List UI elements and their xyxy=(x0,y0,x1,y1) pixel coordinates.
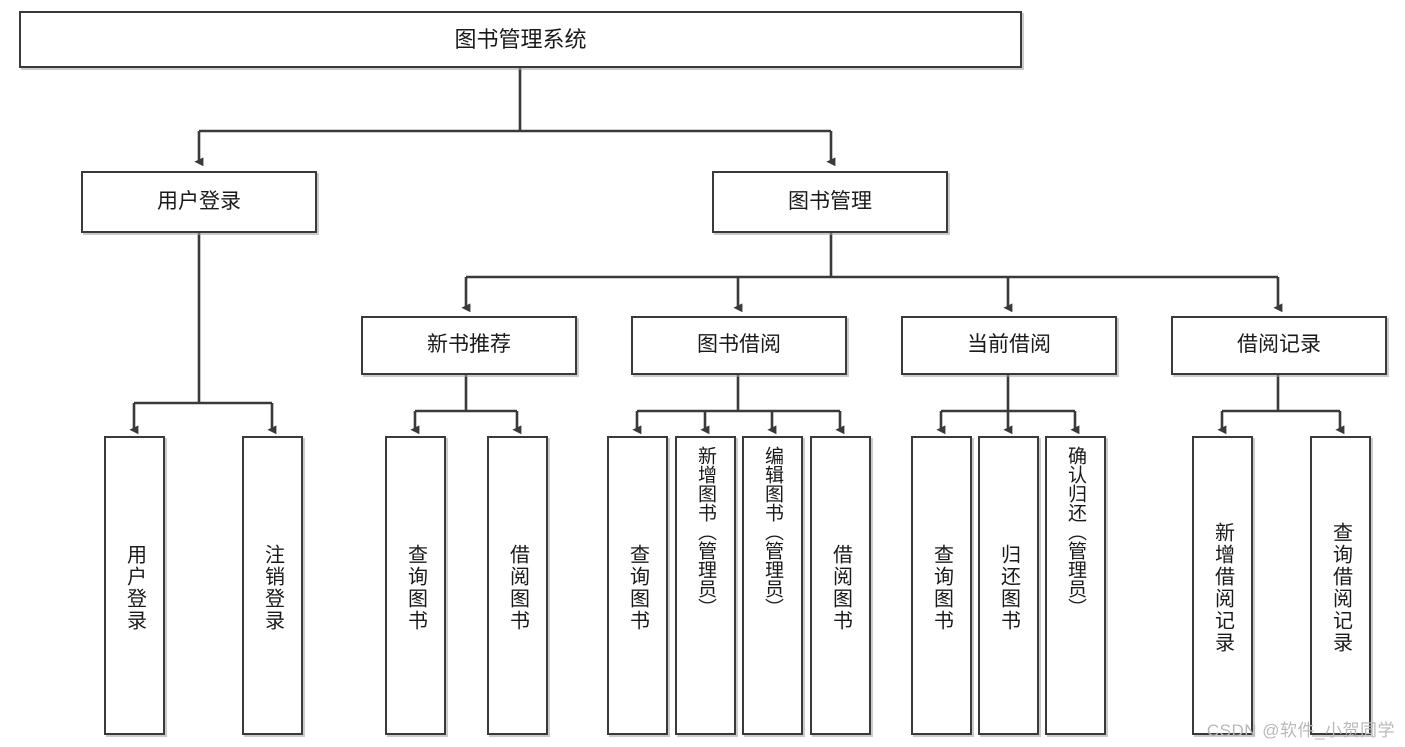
node-new-book-recommend[interactable]: 新书推荐 xyxy=(361,316,577,375)
node-leaf-add-borrow-record[interactable]: 新增借阅记录 xyxy=(1192,436,1253,735)
node-leaf-borrow-book[interactable]: 借阅图书 xyxy=(810,436,871,735)
node-current-borrow[interactable]: 当前借阅 xyxy=(901,316,1117,375)
node-leaf-confirm-return-admin[interactable]: 确认归还（管理员） xyxy=(1045,436,1106,735)
node-borrow-record[interactable]: 借阅记录 xyxy=(1171,316,1387,375)
node-leaf-add-book-admin[interactable]: 新增图书（管理员） xyxy=(675,436,736,735)
node-label: 编辑图书（管理员） xyxy=(762,446,783,617)
node-leaf-query-book-borrow[interactable]: 查询图书 xyxy=(607,436,668,735)
node-label: 查询借阅记录 xyxy=(1329,521,1352,654)
node-leaf-return-book[interactable]: 归还图书 xyxy=(978,436,1039,735)
node-label: 注销登录 xyxy=(261,543,284,632)
node-label: 确认归还（管理员） xyxy=(1065,446,1086,617)
node-label: 图书管理 xyxy=(788,189,872,213)
node-label: 用户登录 xyxy=(157,189,241,213)
node-label: 新增借阅记录 xyxy=(1211,521,1234,654)
node-label: 图书借阅 xyxy=(697,333,781,357)
node-label: 查询图书 xyxy=(404,543,427,632)
node-label: 图书管理系统 xyxy=(454,26,587,52)
node-user-login[interactable]: 用户登录 xyxy=(81,171,317,233)
node-label: 查询图书 xyxy=(626,543,649,632)
node-book-borrow[interactable]: 图书借阅 xyxy=(631,316,847,375)
node-leaf-borrow-book-recommend[interactable]: 借阅图书 xyxy=(487,436,548,735)
node-label: 用户登录 xyxy=(123,543,146,632)
node-label: 当前借阅 xyxy=(967,333,1051,357)
node-root-book-management-system[interactable]: 图书管理系统 xyxy=(19,11,1022,68)
node-leaf-logout-login[interactable]: 注销登录 xyxy=(242,436,303,735)
node-label: 新书推荐 xyxy=(427,333,511,357)
watermark: CSDN @软件_小贺同学 xyxy=(1206,721,1395,740)
node-label: 借阅图书 xyxy=(829,543,852,632)
node-label: 借阅图书 xyxy=(506,543,529,632)
node-label: 归还图书 xyxy=(997,543,1020,632)
node-label: 借阅记录 xyxy=(1237,333,1321,357)
node-leaf-query-book-recommend[interactable]: 查询图书 xyxy=(385,436,446,735)
node-leaf-query-book-current[interactable]: 查询图书 xyxy=(911,436,972,735)
node-leaf-user-login[interactable]: 用户登录 xyxy=(104,436,165,735)
node-leaf-query-borrow-record[interactable]: 查询借阅记录 xyxy=(1310,436,1371,735)
node-label: 查询图书 xyxy=(930,543,953,632)
node-label: 新增图书（管理员） xyxy=(695,446,716,617)
node-book-management[interactable]: 图书管理 xyxy=(712,171,948,233)
node-leaf-edit-book-admin[interactable]: 编辑图书（管理员） xyxy=(742,436,803,735)
